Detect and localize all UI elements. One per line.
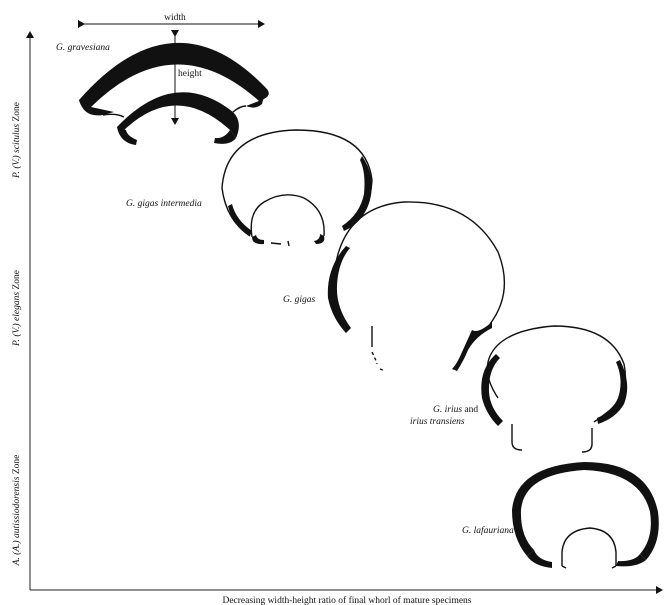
taxon-label-gigas: G. gigas: [283, 295, 316, 305]
zone-label-elegans: P. (V.) elegans Zone: [11, 270, 22, 347]
height-label: height: [178, 69, 202, 79]
taxon-label-irius: G. irius and: [433, 405, 478, 415]
taxon-label-gigas-intermedia: G. gigas intermedia: [126, 199, 202, 209]
zone-label-autissiodorensis: A. (A.) autissiodorensis Zone: [11, 455, 22, 567]
whorl-section-irius: [481, 326, 627, 452]
whorl-section-lafauriana: [512, 462, 659, 568]
x-axis-label: Decreasing width-height ratio of final w…: [222, 595, 471, 605]
taxon-label-irius-transiens: irius transiens: [410, 417, 465, 427]
whorl-section-gigas: [328, 202, 505, 371]
axes: [30, 32, 662, 590]
zone-label-scitulus: P. (V.) scitulus Zone: [11, 102, 22, 179]
taxon-label-lafauriana: G. lafauriana: [462, 525, 514, 536]
width-label: width: [164, 13, 186, 23]
whorl-section-gravesiana: [79, 43, 269, 145]
taxon-label-gravesiana: G. gravesiana: [56, 43, 110, 53]
